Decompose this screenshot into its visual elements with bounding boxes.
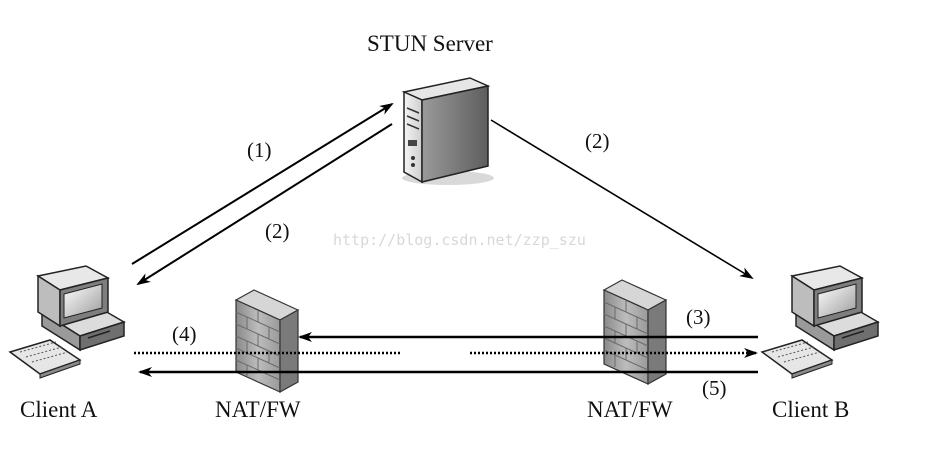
arrow-step-2-to-client-a (136, 123, 393, 286)
step-2-server-label: (2) (585, 129, 610, 153)
server-icon (401, 77, 494, 185)
nat-fw-left-label: NAT/FW (215, 397, 301, 422)
arrow-step-2-to-client-b (490, 119, 754, 280)
stun-server-label: STUN Server (367, 31, 493, 56)
step-2-client-label: (2) (265, 219, 290, 243)
arrow-step-1 (131, 102, 394, 265)
nat-firewall-right-icon (602, 279, 668, 386)
client-b-label: Client B (772, 397, 850, 422)
client-a-computer-icon (8, 265, 126, 379)
watermark: http://blog.csdn.net/zzp_szu (333, 231, 586, 249)
nat-fw-right-label: NAT/FW (587, 397, 673, 422)
nat-firewall-left-icon (234, 289, 300, 394)
step-1-label: (1) (247, 138, 272, 162)
client-a-label: Client A (20, 397, 98, 422)
step-4-label: (4) (172, 322, 197, 346)
step-3-label: (3) (686, 305, 711, 329)
client-b-computer-icon (760, 265, 880, 379)
step-5-label: (5) (702, 376, 727, 400)
